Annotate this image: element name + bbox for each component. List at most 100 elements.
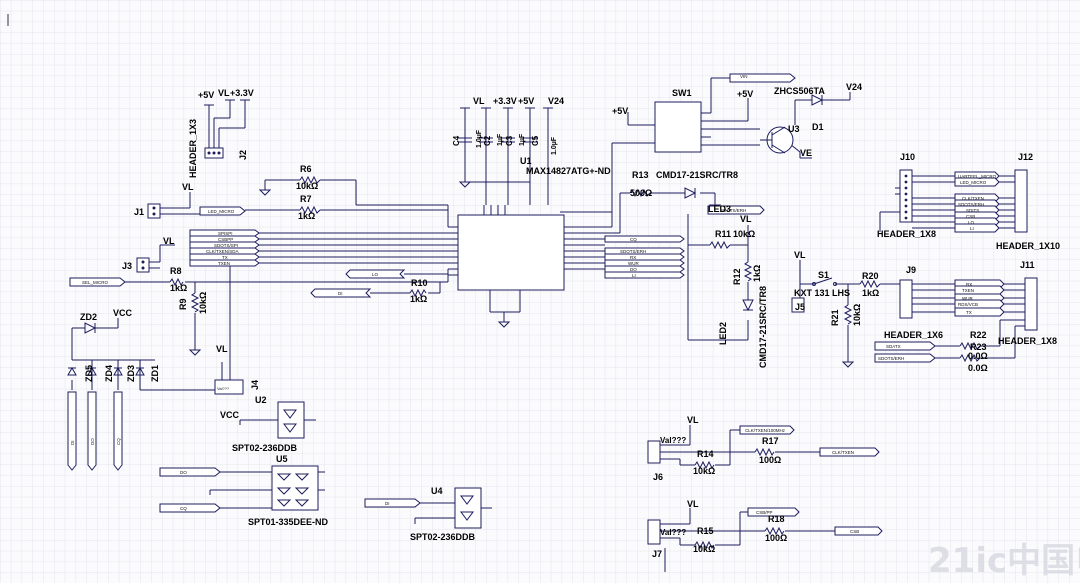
label-r22: R22 (970, 330, 987, 340)
r14-resistor[interactable] (694, 460, 715, 470)
r18-resistor[interactable] (764, 526, 785, 536)
label-vl-b: VL (473, 96, 485, 106)
r12-resistor[interactable] (743, 261, 753, 282)
zd5-diode[interactable] (67, 366, 77, 376)
zd4-diode[interactable] (87, 366, 97, 376)
r22-resistor[interactable] (959, 341, 981, 351)
r9-resistor[interactable] (190, 292, 200, 313)
j1-header[interactable] (147, 203, 161, 219)
label-j9: J9 (906, 265, 916, 275)
led2-diode[interactable] (742, 299, 754, 312)
j6-header[interactable] (647, 440, 661, 464)
zd2-diode[interactable] (84, 322, 97, 334)
label-v24-a: V24 (548, 96, 564, 106)
r15-resistor[interactable] (694, 540, 715, 550)
u3-transistor-leads (760, 126, 786, 154)
label-r12-value: 1kΩ (752, 265, 762, 282)
r10-resistor[interactable] (409, 288, 427, 298)
label-r21-value: 10kΩ (852, 304, 862, 326)
label-header-1x8-b: HEADER_1X8 (998, 336, 1057, 346)
label-5v-c: +5V (612, 106, 628, 116)
svg-text:CLK/TXEN/SDA: CLK/TXEN/SDA (206, 249, 239, 254)
label-max14827: MAX14827ATG+-ND (526, 166, 611, 176)
label-r21: R21 (830, 309, 840, 326)
label-ve: VE (800, 148, 812, 158)
label-j12: J12 (1018, 152, 1033, 162)
label-j1: J1 (134, 207, 144, 217)
j7-header[interactable] (647, 519, 661, 545)
svg-text:CSB: CSB (966, 214, 975, 219)
label-zd4: ZD4 (104, 365, 114, 382)
label-zd5: ZD5 (84, 365, 94, 382)
label-5v-d: +5V (737, 89, 753, 99)
svg-text:SDATX: SDATX (886, 344, 901, 349)
u1-chip-body[interactable] (457, 214, 565, 291)
j9-header[interactable] (899, 279, 913, 319)
r13-resistor[interactable] (629, 188, 651, 198)
r20-resistor[interactable] (859, 279, 881, 289)
label-vl-e: VL (740, 214, 752, 224)
led3-diode[interactable] (684, 187, 697, 199)
u2-body[interactable] (277, 401, 305, 439)
net-clk-txen-100 (739, 425, 795, 435)
r21-resistor[interactable] (843, 304, 853, 325)
svg-text:DI: DI (338, 291, 343, 296)
j11-header[interactable] (1024, 277, 1038, 331)
label-r11: R11 (715, 229, 731, 239)
label-r14: R14 (697, 449, 714, 459)
label-r22-value: 0.0Ω (968, 351, 988, 361)
j10-header[interactable] (899, 169, 913, 223)
r7-resistor[interactable] (299, 205, 321, 215)
u4-diodes (460, 495, 474, 521)
label-j5: J5 (795, 302, 805, 312)
svg-text:SDOTS/ERH: SDOTS/ERH (878, 356, 904, 361)
watermark-21ic: 21ic中国电子网 (928, 541, 1080, 581)
sw1-body[interactable] (654, 101, 702, 153)
label-vl-c: VL (182, 182, 194, 192)
j3-header[interactable] (136, 257, 150, 273)
net-lo (345, 269, 406, 279)
r17-resistor[interactable] (754, 447, 775, 457)
cap-ground-symbol (458, 181, 472, 188)
j1-r6-r7-wiring (160, 179, 449, 227)
label-cmd17-b: CMD17-21SRC/TR8 (758, 286, 768, 368)
zd1-diode[interactable] (135, 366, 145, 376)
svg-text:WUR: WUR (628, 261, 639, 266)
component-labels: +5V VL +3.3V HEADER_1X3 J2 VL +3.3V +5V … (80, 82, 1060, 559)
net-clk-txen (819, 447, 880, 457)
j4-header[interactable] (214, 379, 244, 395)
r11-resistor[interactable] (709, 240, 731, 250)
label-spt01: SPT01-335DEE-ND (248, 517, 329, 527)
label-led2: LED2 (718, 322, 728, 345)
label-r6-value: 10kΩ (296, 181, 318, 191)
label-r17: R17 (762, 436, 779, 446)
label-r15-value: 10kΩ (693, 544, 715, 554)
label-j6-val: Val??? (660, 436, 686, 445)
r6-resistor[interactable] (299, 175, 321, 185)
s1-switch[interactable] (813, 277, 833, 285)
svg-text:DO: DO (180, 470, 187, 475)
label-r18-value: 100Ω (765, 533, 787, 543)
r10-wiring (370, 273, 448, 294)
u1-right-wiring (574, 192, 716, 270)
r8-resistor[interactable] (169, 277, 184, 287)
svg-text:SDOTS/ERH: SDOTS/ERH (720, 208, 746, 213)
j5-header[interactable] (791, 297, 805, 313)
j12-header[interactable] (1014, 169, 1028, 233)
s1-j5-wiring (799, 260, 900, 362)
svg-text:LI: LI (970, 226, 974, 231)
label-r23: R23 (970, 342, 987, 352)
r23-resistor[interactable] (959, 353, 981, 363)
label-r23-value: 0.0Ω (968, 363, 988, 373)
zd3-diode[interactable] (113, 366, 123, 376)
r6-ground (258, 189, 272, 196)
u4-body[interactable] (454, 487, 482, 529)
label-vl-a: VL (218, 88, 230, 98)
label-r12: R12 (732, 268, 742, 285)
j11-net-flags (874, 279, 1005, 363)
label-header-1x3: HEADER_1X3 (188, 119, 198, 178)
label-u2: U2 (255, 395, 267, 405)
label-vl-d: VL (163, 236, 175, 246)
